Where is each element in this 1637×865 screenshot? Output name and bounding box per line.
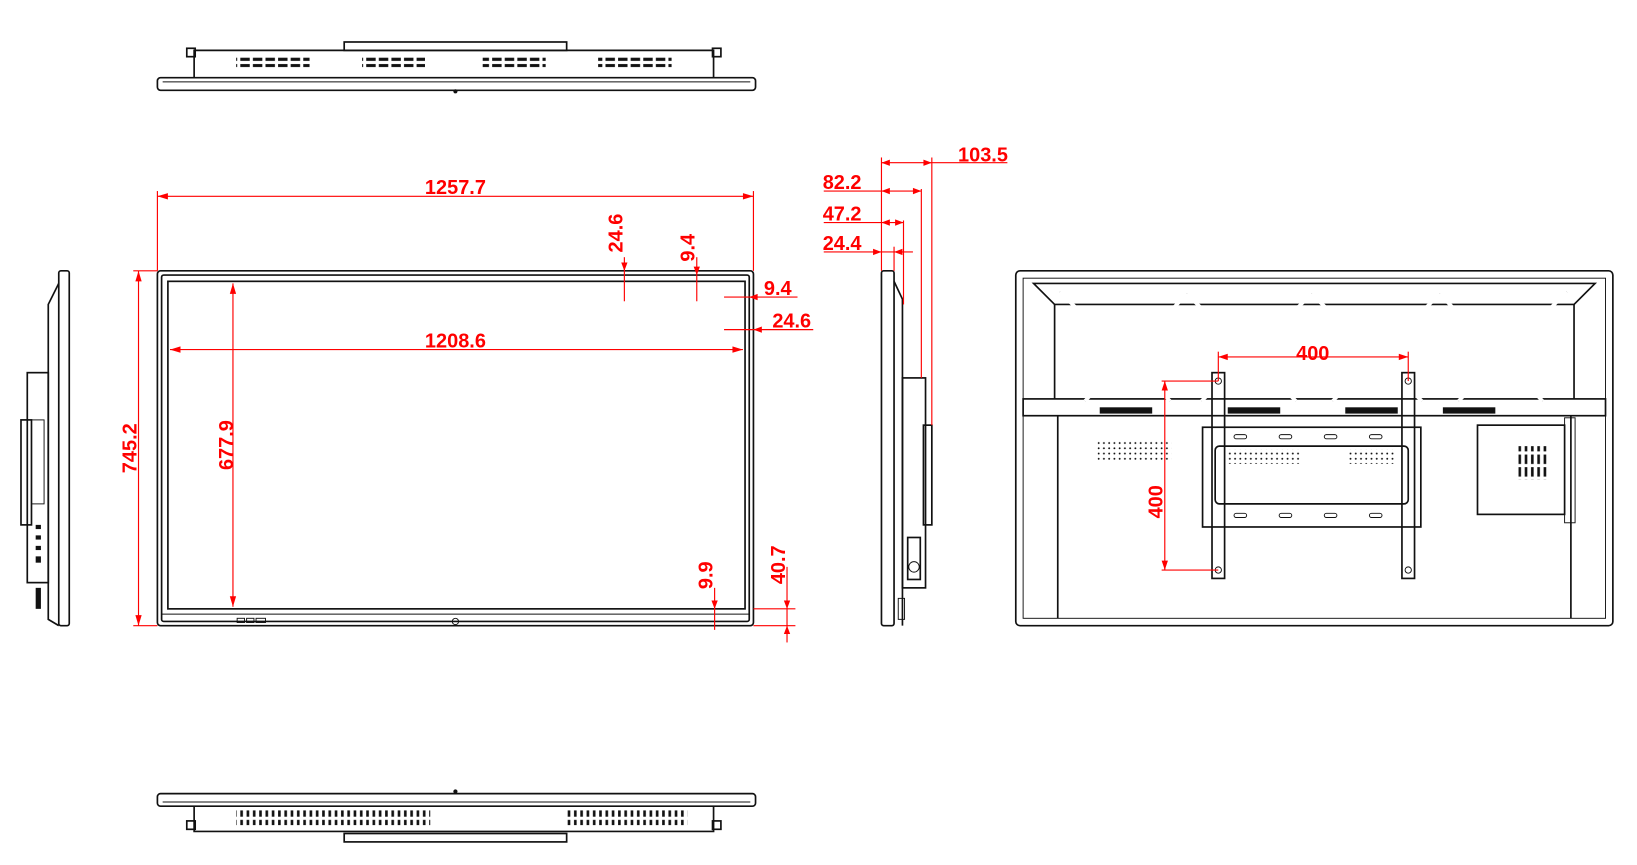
back-view [1014,269,1614,627]
dim-vesa-horizontal: 400 [1296,343,1329,365]
front-view [156,269,755,627]
dim-active-width: 1208.6 [425,330,486,352]
dim-overall-width: 1257.7 [425,177,486,199]
back-dimensions: 400 400 [1146,343,1409,571]
dim-bezel-side-inner: 9.4 [764,278,792,300]
bottom-view [156,789,757,843]
dim-depth-panel: 24.4 [823,233,862,255]
dim-bezel-side-outer: 24.6 [772,311,811,333]
dim-bezel-bottom-outer: 40.7 [768,545,790,584]
dim-bezel-top-outer: 24.6 [605,214,627,253]
dim-bezel-bottom-inner: 9.9 [696,561,718,589]
left-side-view [20,269,71,627]
dim-bezel-top-inner: 9.4 [678,234,700,262]
dim-depth-body: 47.2 [823,203,862,225]
right-side-view [880,269,933,627]
top-view [156,41,757,94]
dim-depth-bracket: 82.2 [823,172,862,194]
dim-active-height: 677.9 [216,420,238,470]
dim-depth-total: 103.5 [958,145,1008,167]
side-dimensions: 103.5 82.2 47.2 24.4 [823,145,1008,426]
dim-vesa-vertical: 400 [1146,485,1168,518]
dim-overall-height: 745.2 [119,423,141,473]
front-dimensions: 1257.7 745.2 677.9 1208.6 24.6 9.4 9.4 2… [119,177,814,643]
